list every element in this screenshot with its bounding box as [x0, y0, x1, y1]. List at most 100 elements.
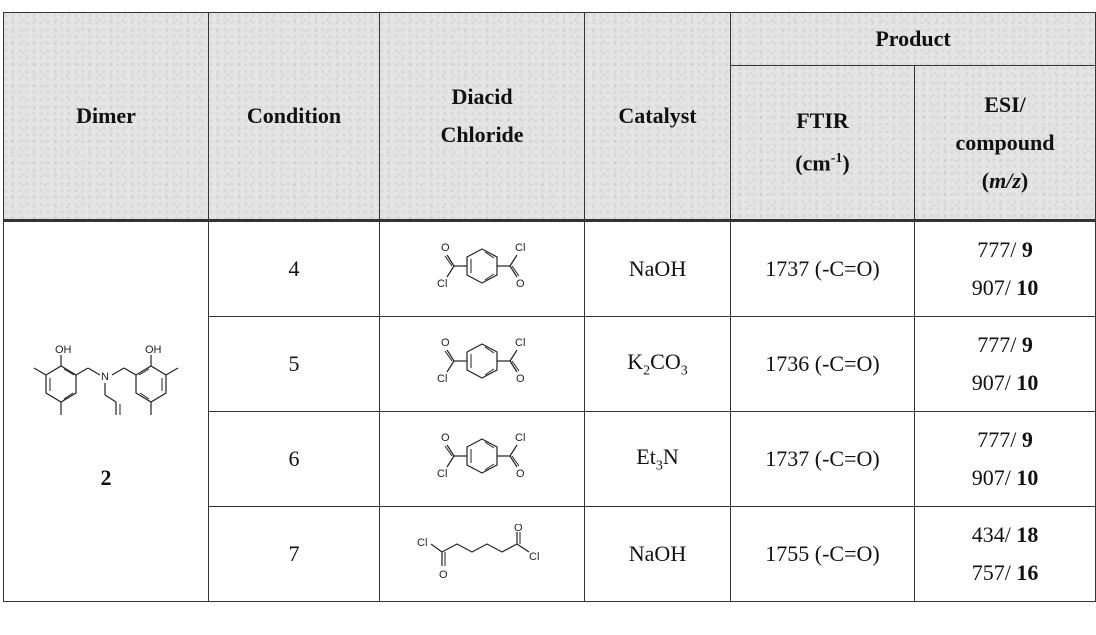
header-condition: Condition [208, 12, 380, 221]
catalyst-et: Et [636, 443, 656, 469]
atom-o-right: O [516, 468, 525, 480]
esi-cell: 434/ 18 757/ 16 [914, 506, 1096, 602]
esi-mz-value: 907/ [971, 275, 1017, 300]
ftir-unit-close: ) [842, 150, 850, 176]
esi-compound-number: 9 [1021, 427, 1033, 452]
ftir-unit-base: (cm [795, 150, 831, 176]
dimer-oh-left: OH [55, 344, 72, 356]
ftir-unit-sup: -1 [830, 151, 843, 167]
esi-open: ( [981, 167, 990, 193]
esi-close: ) [1020, 167, 1029, 193]
ftir-cell: 1736 (-C=O) [730, 316, 915, 412]
esi-compound-number: 10 [1016, 275, 1039, 300]
esi-cell: 777/ 9 907/ 10 [914, 411, 1096, 507]
diacid-cell: Cl O O Cl [379, 506, 585, 602]
catalyst-sub: 3 [655, 458, 663, 474]
catalyst-sub: 2 [643, 363, 651, 379]
header-esi-line3: (m/z) [915, 162, 1095, 200]
esi-entry: 777/ 9 [915, 326, 1095, 364]
table-row: OH N [3, 220, 1096, 602]
esi-mz-value: 434/ [971, 522, 1017, 547]
esi-entry: 907/ 10 [915, 269, 1095, 307]
catalyst-cell: NaOH [584, 220, 731, 317]
esi-compound-number: 9 [1021, 237, 1033, 262]
table-row: 7 Cl O O Cl N [4, 506, 1096, 602]
esi-mz-value: 777/ [977, 427, 1022, 452]
header-product: Product [730, 12, 1096, 66]
esi-cell: 777/ 9 907/ 10 [914, 316, 1096, 412]
esi-mz-value: 757/ [971, 560, 1017, 585]
atom-cl-left: Cl [437, 278, 447, 290]
esi-entry: 777/ 9 [915, 421, 1095, 459]
atom-o-right: O [514, 524, 523, 534]
esi-mz-value: 907/ [971, 465, 1017, 490]
results-table: Dimer Condition Diacid Chloride Catalyst… [3, 12, 1096, 602]
terephthaloyl-chloride-image: O Cl Cl O [437, 242, 525, 290]
header-diacid-line1: Diacid [451, 84, 513, 109]
esi-entry: 907/ 10 [915, 459, 1095, 497]
header-ftir: FTIR (cm-1) [730, 65, 915, 221]
catalyst-co: CO [650, 348, 681, 374]
atom-o-left: O [441, 242, 450, 254]
condition-cell: 5 [208, 316, 380, 412]
atom-cl-right: Cl [515, 337, 525, 349]
esi-compound-number: 10 [1016, 465, 1039, 490]
table-header: Dimer Condition Diacid Chloride Catalyst… [3, 12, 1096, 221]
header-diacid-line2: Chloride [440, 122, 524, 147]
header-esi: ESI/ compound (m/z) [914, 65, 1096, 221]
condition-cell: 6 [208, 411, 380, 507]
catalyst-cell: K2CO3 [584, 316, 731, 412]
catalyst-n: N [662, 443, 679, 469]
diacid-cell: O Cl Cl O [379, 411, 585, 507]
atom-o-right: O [516, 373, 525, 385]
esi-mz-value: 907/ [971, 370, 1017, 395]
atom-cl-right: Cl [529, 551, 539, 563]
esi-entry: 777/ 9 [915, 231, 1095, 269]
esi-compound-number: 10 [1016, 370, 1039, 395]
atom-cl-left: Cl [417, 537, 427, 549]
condition-cell: 7 [208, 506, 380, 602]
dimer-label: 2 [100, 464, 112, 490]
esi-compound-number: 9 [1021, 332, 1033, 357]
ftir-cell: 1737 (-C=O) [730, 411, 915, 507]
catalyst-k: K [627, 348, 644, 374]
esi-cell: 777/ 9 907/ 10 [914, 220, 1096, 317]
catalyst-cell: NaOH [584, 506, 731, 602]
catalyst-sub: 3 [680, 363, 688, 379]
diacid-cell: O Cl Cl O [379, 220, 585, 317]
esi-entry: 907/ 10 [915, 364, 1095, 402]
atom-cl-right: Cl [515, 242, 525, 254]
esi-compound-number: 18 [1016, 522, 1039, 547]
atom-cl-left: Cl [437, 468, 447, 480]
atom-cl-left: Cl [437, 373, 447, 385]
table-row: 5 O Cl Cl [4, 316, 1096, 412]
esi-mz-value: 777/ [977, 332, 1022, 357]
terephthaloyl-chloride-image: O Cl Cl O [437, 337, 525, 385]
diacid-cell: O Cl Cl O [379, 316, 585, 412]
terephthaloyl-chloride-image: O Cl Cl O [437, 432, 525, 480]
esi-compound-number: 16 [1016, 560, 1039, 585]
header-esi-line1: ESI/ [984, 91, 1026, 117]
condition-cell: 4 [208, 220, 380, 317]
atom-o-left: O [441, 337, 450, 349]
dimer-structure-image: OH N [33, 344, 179, 415]
header-ftir-line1: FTIR [796, 108, 849, 134]
dimer-cell: OH N [3, 220, 209, 602]
adipoyl-chloride-image: Cl O O Cl [417, 524, 539, 581]
esi-entry: 757/ 16 [915, 554, 1095, 592]
esi-mz: m/z [989, 167, 1021, 193]
dimer-oh-right: OH [145, 344, 162, 356]
header-esi-line2: compound [955, 129, 1055, 155]
ftir-cell: 1737 (-C=O) [730, 220, 915, 317]
header-ftir-unit: (cm-1) [731, 140, 914, 182]
header-diacid-chloride: Diacid Chloride [379, 12, 585, 221]
atom-o-left: O [441, 432, 450, 444]
table-body: OH N [3, 220, 1096, 602]
catalyst-cell: Et3N [584, 411, 731, 507]
esi-entry: 434/ 18 [915, 516, 1095, 554]
header-catalyst: Catalyst [584, 12, 731, 221]
table-row: 6 O Cl Cl [4, 411, 1096, 507]
atom-o-right: O [516, 278, 525, 290]
ftir-cell: 1755 (-C=O) [730, 506, 915, 602]
